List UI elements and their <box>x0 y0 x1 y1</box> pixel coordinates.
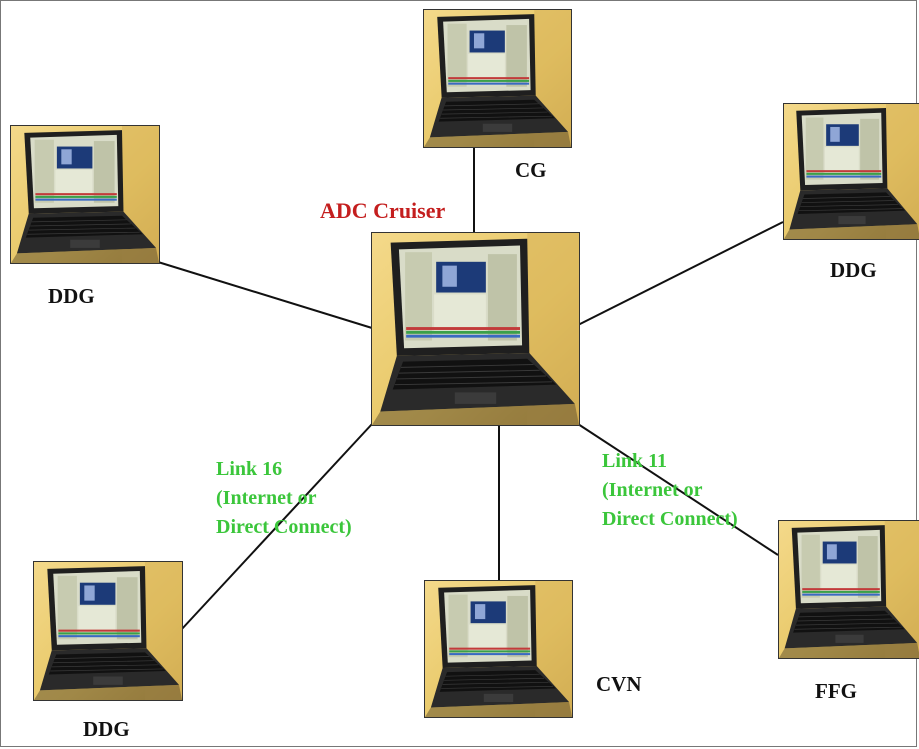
laptop-node-top-left <box>10 125 160 264</box>
link-line-bottom-left <box>180 423 373 631</box>
laptop-icon <box>425 581 572 717</box>
node-label-top: CG <box>515 158 547 182</box>
link-line-top-left <box>157 261 373 329</box>
link-line-bottom-right <box>577 423 779 556</box>
link-label-right-line-1: Link 11 <box>602 450 668 472</box>
node-label-bottom-right: FFG <box>815 679 857 703</box>
laptop-icon <box>784 104 919 239</box>
diagram-title: ADC Cruiser <box>320 198 446 223</box>
node-label-bottom-center: CVN <box>596 672 642 696</box>
link-label-left: Link 16 (Internet or Direct Connect) <box>216 455 352 542</box>
laptop-icon <box>424 10 571 147</box>
node-label-right: DDG <box>830 258 877 282</box>
link-label-left-line-1: Link 16 <box>216 458 283 480</box>
node-label-top-left: DDG <box>48 284 95 308</box>
laptop-node-top <box>423 9 572 148</box>
laptop-node-right <box>783 103 919 240</box>
link-label-right: Link 11 (Internet or Direct Connect) <box>602 447 738 534</box>
laptop-node-bottom-center <box>424 580 573 718</box>
laptop-node-bottom-left <box>33 561 183 701</box>
laptop-node-center <box>371 232 580 426</box>
link-label-left-line-2: (Internet or <box>216 487 317 509</box>
node-label-bottom-left: DDG <box>83 717 130 741</box>
link-label-right-line-3: Direct Connect) <box>602 508 738 530</box>
laptop-icon <box>34 562 182 700</box>
link-label-left-line-3: Direct Connect) <box>216 516 352 538</box>
link-line-right <box>577 221 784 326</box>
laptop-icon <box>779 521 919 658</box>
laptop-icon <box>11 126 159 263</box>
link-label-right-line-2: (Internet or <box>602 479 703 501</box>
laptop-node-bottom-right <box>778 520 919 659</box>
laptop-icon <box>372 233 579 425</box>
